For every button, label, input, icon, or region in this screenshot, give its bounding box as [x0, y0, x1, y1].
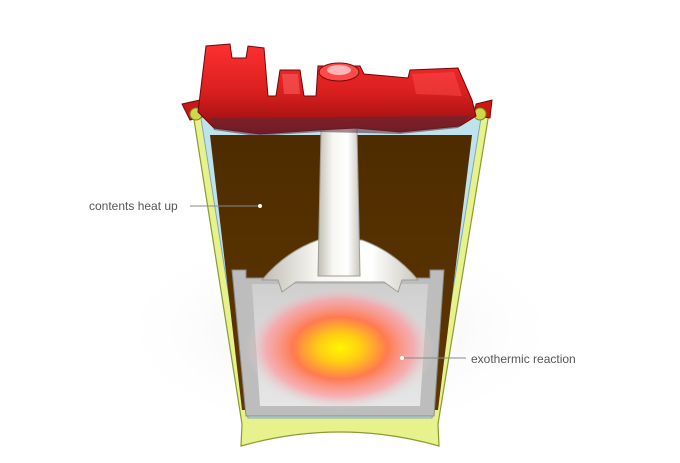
label-exothermic-reaction: exothermic reaction: [471, 352, 576, 366]
lid-shadow-band: [210, 116, 470, 136]
callout-dot-reaction: [400, 356, 404, 360]
lid-highlight-right: [412, 72, 462, 96]
plunger-button-highlight: [327, 65, 351, 75]
callout-dot-contents: [258, 204, 262, 208]
heat-glow: [245, 286, 435, 410]
label-contents-heat-up: contents heat up: [89, 199, 178, 213]
lid-highlight: [282, 74, 300, 94]
